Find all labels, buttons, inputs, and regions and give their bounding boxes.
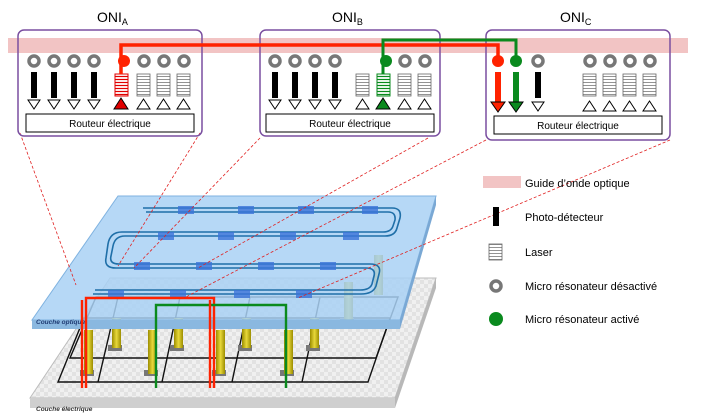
- legend-ring-on-label: Micro résonateur activé: [525, 314, 639, 326]
- oni-b-title: ONIB: [332, 9, 363, 27]
- oni-b-lasers: [397, 73, 432, 97]
- oni-a-router: [25, 113, 195, 133]
- oni-c: ONIC Routeur électrique: [485, 9, 671, 141]
- oni-a-router-label: Routeur électrique: [69, 119, 151, 130]
- oni-c-connectors: [531, 100, 657, 112]
- legend-laser-label: Laser: [525, 247, 553, 259]
- oni-a-frame: [17, 29, 203, 137]
- oni-c-router-label: Routeur électrique: [537, 121, 619, 132]
- oni-b-router: [265, 113, 435, 133]
- legend-ring-on-icon: [489, 312, 503, 326]
- optical-waveguides: [93, 207, 402, 295]
- oni-b-photodetectors: [272, 72, 338, 98]
- oni-b-router-label: Routeur électrique: [309, 119, 391, 130]
- oni-a-connectors: [27, 98, 191, 110]
- oni-c-active-ring-green: [510, 55, 522, 67]
- oni-a-active-laser: [114, 73, 129, 97]
- oni-b-active-laser: [376, 73, 391, 97]
- electrical-layer-label: Couche électrique: [36, 406, 93, 413]
- active-path-red: [119, 43, 500, 74]
- legend-photodetector-label: Photo-détecteur: [525, 212, 604, 224]
- oni-b-connectors: [268, 98, 432, 110]
- oni-a: ONIA Routeur électrique: [17, 9, 203, 137]
- legend-laser-icon: [488, 243, 503, 261]
- oni-a-lasers: [136, 73, 191, 97]
- oni-c-router: [493, 115, 663, 135]
- optical-layer: Couche optique: [31, 195, 437, 329]
- oni-a-title: ONIA: [97, 9, 128, 27]
- oni-b-frame: [259, 29, 441, 137]
- oni-a-rings: [27, 54, 191, 68]
- oni-c-active-ring-red: [492, 55, 504, 67]
- oni-b-rings: [268, 54, 432, 68]
- optical-switch-pads: [108, 206, 378, 298]
- oni-a-photodetectors: [31, 72, 97, 98]
- active-path-green: [381, 38, 518, 74]
- oni-c-photodetectors: [535, 72, 541, 98]
- legend-ring-off-icon: [489, 279, 503, 293]
- optical-layer-label: Couche optique: [36, 319, 85, 326]
- legend-photodetector-icon: [493, 207, 499, 226]
- oni-c-frame: [485, 29, 671, 141]
- legend-ring-off-label: Micro résonateur désactivé: [525, 281, 657, 293]
- oni-b: ONIB Routeur électrique: [259, 9, 441, 137]
- legend-waveguide-label: Guide d’onde optique: [525, 178, 630, 190]
- legend-waveguide-swatch: [483, 176, 521, 188]
- oni-c-lasers: [582, 73, 657, 97]
- oni-c-rings: [531, 54, 657, 68]
- oni-c-title: ONIC: [560, 9, 592, 27]
- projection-lines: [19, 132, 671, 299]
- active-paths-3d: [80, 296, 288, 388]
- legend: Guide d’onde optique Photo-détecteur Las…: [483, 176, 657, 326]
